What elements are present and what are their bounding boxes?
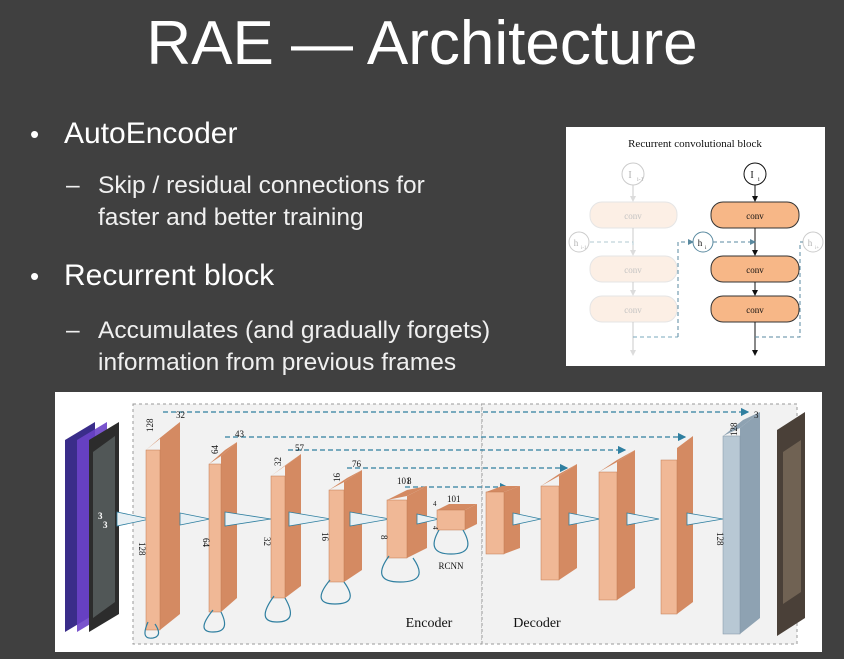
layer-3-depth: 57 bbox=[295, 443, 305, 453]
bullet-text: AutoEncoder bbox=[64, 117, 238, 150]
encoder-block-4: 76 16 16 3 bbox=[320, 459, 391, 605]
bullet-dot: • bbox=[30, 261, 40, 291]
h-link-left bbox=[677, 239, 694, 337]
conv-prev-1-label: conv bbox=[624, 211, 642, 221]
rcb-prev-column: I i-1 conv conv conv h i-1 bbox=[568, 162, 678, 356]
sub-bullet-line-2: faster and better training bbox=[98, 204, 364, 231]
rcnn-label: RCNN bbox=[438, 561, 464, 571]
layer-1-height: 128 bbox=[145, 418, 155, 432]
sub-bullet-line-1: Skip / residual connections for bbox=[98, 172, 425, 199]
layer-2-height: 64 bbox=[210, 445, 220, 455]
layer-5-width: 8 bbox=[379, 535, 389, 540]
conv-prev-2-label: conv bbox=[624, 265, 642, 275]
h-link-right bbox=[755, 241, 803, 338]
layer-5-height: 8 bbox=[407, 476, 412, 486]
layer-4-width: 16 bbox=[320, 532, 330, 542]
input-kernel-label: 3 bbox=[98, 511, 103, 521]
layer-4-depth: 76 bbox=[352, 459, 362, 469]
rcnn-block: 101 4 4 RCNN bbox=[431, 494, 477, 571]
bullet-text: Recurrent block bbox=[64, 259, 275, 292]
decoder-label: Decoder bbox=[513, 616, 561, 631]
output-image bbox=[777, 412, 805, 636]
decoder-block-2 bbox=[540, 464, 601, 581]
decoder-block-1 bbox=[485, 486, 542, 555]
layer-3-width: 32 bbox=[262, 537, 272, 546]
h-next-node: h i+ bbox=[802, 231, 824, 253]
input-cur-node bbox=[743, 162, 767, 186]
conv-3-label: conv bbox=[746, 305, 764, 315]
sub-bullet-line-1: Accumulates (and gradually forgets) bbox=[98, 317, 491, 344]
input-cur-sub: i bbox=[758, 177, 760, 183]
output-depth: 3 bbox=[754, 410, 759, 420]
layer-2-width: 64 bbox=[201, 538, 211, 548]
conv-2-label: conv bbox=[746, 265, 764, 275]
input-prev-sub: i-1 bbox=[637, 177, 644, 183]
architecture-figure: Encoder Decoder 3 3 bbox=[55, 392, 822, 652]
layer-4-height: 16 bbox=[332, 473, 342, 483]
layer-3-height: 32 bbox=[273, 457, 283, 466]
sub-bullet-line-2: information from previous frames bbox=[98, 349, 457, 376]
layer-6-height: 4 bbox=[433, 500, 437, 508]
layer-6-width: 4 bbox=[431, 526, 439, 530]
bullet-dot: • bbox=[30, 119, 40, 149]
h-prev-link bbox=[590, 241, 634, 247]
h-cur-node bbox=[692, 231, 714, 253]
layer-6-depth: 101 bbox=[447, 494, 461, 504]
output-width: 128 bbox=[715, 532, 725, 546]
layer-1-width: 128 bbox=[137, 542, 147, 556]
decoder-block-4 bbox=[660, 436, 724, 615]
layer-2-depth: 43 bbox=[235, 429, 245, 439]
architecture-svg: Encoder Decoder 3 3 bbox=[65, 403, 805, 645]
encoder-block-1: 32 128 128 bbox=[137, 410, 211, 639]
sub-bullet-dash: – bbox=[66, 317, 80, 344]
h-cur-sub: i bbox=[705, 246, 707, 251]
layer-1-depth: 32 bbox=[176, 410, 185, 420]
conv-1-label: conv bbox=[746, 211, 764, 221]
h-next-label: h bbox=[808, 238, 813, 248]
h-prev-node bbox=[568, 231, 590, 253]
rcb-title: Recurrent convolutional block bbox=[628, 138, 762, 150]
input-image-stack: 3 3 bbox=[65, 422, 151, 632]
conv-prev-3-label: conv bbox=[624, 305, 642, 315]
recurrent-block-svg: Recurrent convolutional block I i-1 conv… bbox=[568, 138, 824, 356]
h-cur-label: h bbox=[698, 238, 703, 248]
encoder-block-2: 43 64 64 3 bbox=[201, 429, 272, 633]
recurrent-block-figure: Recurrent convolutional block I i-1 conv… bbox=[566, 127, 825, 366]
h-next-sub: i+ bbox=[815, 246, 819, 251]
encoder-block-5: 101 8 8 bbox=[379, 476, 440, 583]
output-block: 3 128 128 bbox=[715, 410, 760, 635]
input-cur-label: I bbox=[750, 170, 753, 181]
input-prev-label: I bbox=[628, 170, 631, 181]
encoder-label: Encoder bbox=[406, 616, 453, 631]
layer-5-depth: 101 bbox=[397, 476, 411, 486]
h-prev-sub: i-1 bbox=[581, 246, 587, 251]
slide-title: RAE — Architecture bbox=[146, 9, 698, 78]
output-height: 128 bbox=[729, 422, 739, 436]
input-kernel-label-2: 3 bbox=[103, 520, 108, 530]
encoder-block-3: 57 32 32 3 bbox=[262, 443, 332, 623]
decoder-block-3 bbox=[598, 450, 660, 601]
sub-bullet-dash: – bbox=[66, 172, 80, 199]
h-prev-label: h bbox=[574, 238, 579, 248]
